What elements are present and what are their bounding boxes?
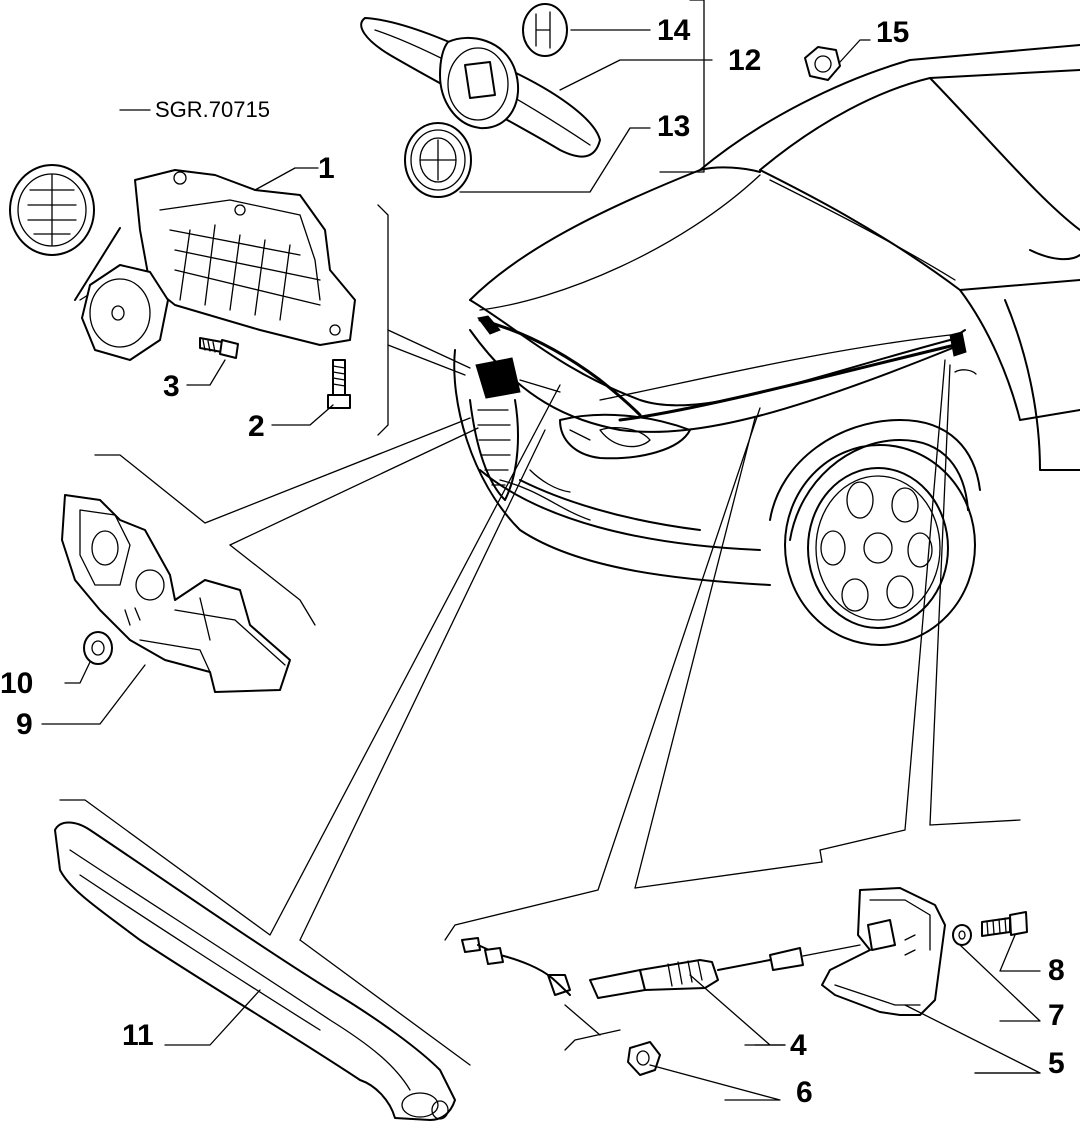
part-3-screw <box>199 337 239 359</box>
part-12-grille-bar <box>360 17 601 158</box>
reference-code: SGR.70715 <box>155 97 270 122</box>
part-8-screw <box>981 911 1028 937</box>
callout-6: 6 <box>796 1076 813 1109</box>
callout-5: 5 <box>1048 1047 1065 1080</box>
leader-seal-to-hood <box>59 384 561 936</box>
part-13-badge <box>404 122 472 198</box>
part-6-grommet <box>627 1041 661 1076</box>
assembly-bracket-line <box>377 204 389 436</box>
part-2-screw <box>327 359 351 409</box>
callout-14: 14 <box>657 14 691 47</box>
callout-8: 8 <box>1048 954 1065 987</box>
callout-leaders <box>41 29 1041 1101</box>
part-1-emblem-bracket <box>9 164 356 361</box>
part-4-release-cable <box>461 937 861 999</box>
callout-10: 10 <box>0 667 33 700</box>
callout-labels: SGR.70715 1 2 3 4 5 6 7 8 9 10 11 12 13 … <box>0 14 1065 1109</box>
callout-13: 13 <box>657 110 690 143</box>
callout-3: 3 <box>163 370 180 403</box>
callout-1: 1 <box>318 152 335 185</box>
leader-lock-to-car <box>94 417 471 524</box>
group-bracket-12-14 <box>659 0 705 173</box>
part-14-emblem-cap <box>522 3 568 57</box>
part-15-nut <box>804 46 841 81</box>
callout-9: 9 <box>16 708 33 741</box>
part-11-seal <box>54 821 456 1121</box>
leader-to-hood-front <box>387 329 471 369</box>
leader-cable-to-car <box>444 407 761 941</box>
car-front-view <box>453 44 1080 646</box>
callout-11: 11 <box>122 1019 154 1052</box>
callout-12: 12 <box>728 44 761 77</box>
callout-15: 15 <box>876 16 909 49</box>
part-10-nut <box>83 631 113 665</box>
part-7-washer <box>952 924 972 946</box>
part-5-release-handle <box>821 887 946 1016</box>
part-9-hood-lock <box>61 494 291 693</box>
callout-2: 2 <box>248 410 265 443</box>
callout-4: 4 <box>790 1029 807 1062</box>
callout-7: 7 <box>1048 999 1065 1032</box>
